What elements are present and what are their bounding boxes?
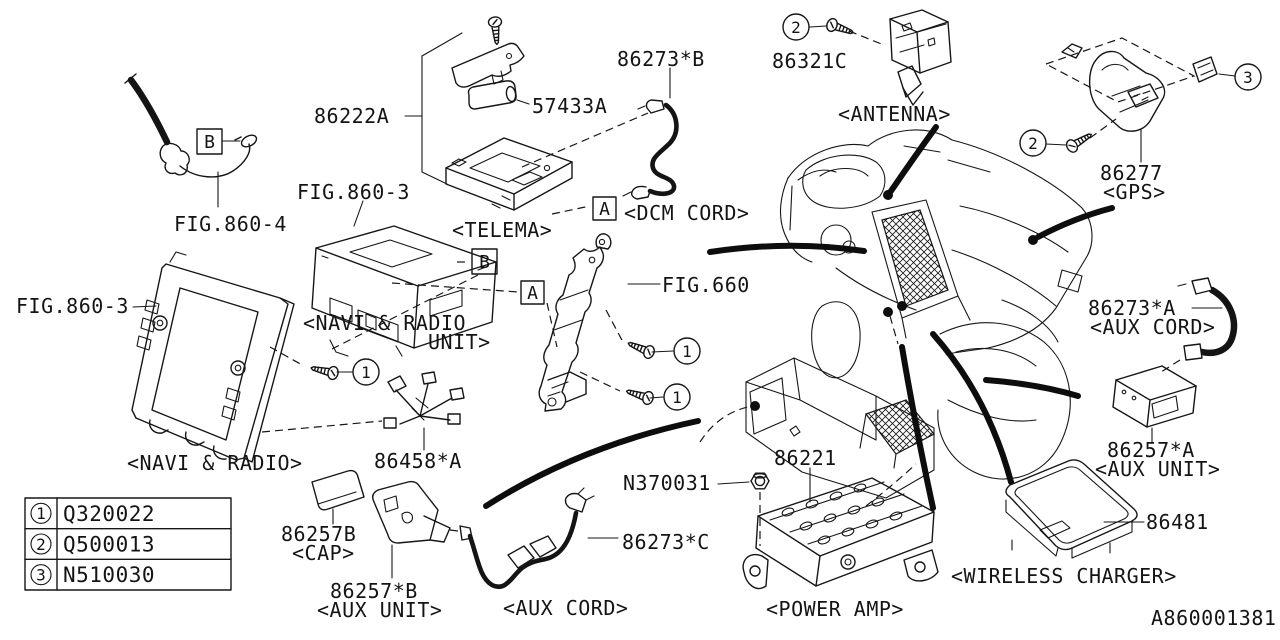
label-86257B: 86257*B [330, 579, 418, 603]
label-navi-radio-left: <NAVI & RADIO> [127, 451, 303, 475]
label-N370031: N370031 [623, 471, 711, 495]
screw-icon [623, 384, 656, 407]
screw-icon [487, 15, 505, 46]
boxed-a-marker: A [527, 283, 538, 304]
label-fig860-3-left: FIG.860-3 [16, 294, 129, 318]
callout-labels: FIG.860-4 86222A 57433A 86273*B 86321C <… [16, 47, 1276, 630]
label-86222A: 86222A [314, 104, 389, 128]
label-86257B-cap: 86257B [281, 522, 356, 546]
legend-code-2: Q500013 [63, 533, 155, 557]
nut-icon [750, 472, 770, 490]
screw-icon [308, 360, 341, 382]
circle-markers: 1 1 1 2 2 3 [352, 13, 1262, 411]
legend-code-3: N510030 [63, 563, 155, 587]
label-86277: 86277 [1100, 161, 1163, 185]
label-aux-cord-a: <AUX CORD> [1090, 315, 1215, 339]
aux-unit-a-part [1112, 365, 1197, 443]
label-navi-radio-unit-2: UNIT> [428, 330, 491, 354]
label-86273A: 86273*A [1088, 296, 1176, 320]
label-86257A: 86257*A [1107, 438, 1195, 462]
diagram-code: A860001381 [1151, 606, 1276, 630]
aux-b-location-leader [483, 418, 701, 509]
wireless-charger-part [1005, 459, 1145, 559]
aux-cord-a-part [1157, 277, 1238, 375]
circled-1-marker: 1 [682, 342, 692, 361]
label-86273B: 86273*B [617, 47, 705, 71]
label-86481: 86481 [1146, 510, 1209, 534]
label-antenna: <ANTENNA> [838, 102, 951, 126]
navi-radio-unit-box [311, 200, 497, 357]
fasteners [308, 16, 1236, 407]
legend-index-2: 2 [36, 535, 46, 554]
charger-location-leader [930, 331, 1014, 485]
legend-code-1: Q320022 [63, 502, 155, 526]
label-navi-radio-unit-1: <NAVI & RADIO [303, 311, 466, 335]
legend-index-1: 1 [36, 504, 46, 523]
wire-harness-part [261, 371, 465, 451]
aux-a-location-leader [983, 377, 1081, 399]
association-lines [269, 112, 649, 392]
dashboard-illustration [483, 124, 1115, 511]
dcm-location-leader [707, 242, 867, 255]
boxed-a-marker: A [599, 199, 610, 220]
label-gps: <GPS> [1103, 180, 1166, 204]
amp-location-leader [899, 344, 936, 511]
navi-head-unit-part [131, 251, 295, 463]
screw-icon [1063, 128, 1096, 155]
legend-table: 1 Q320022 2 Q500013 3 N510030 [24, 497, 232, 591]
label-86273C: 86273*C [622, 530, 710, 554]
gps-location-leader [1035, 205, 1115, 240]
gps-part [1044, 37, 1218, 163]
label-fig860-3-mid: FIG.860-3 [297, 180, 410, 204]
antenna-part [848, 9, 952, 106]
dcm-cord-part [622, 67, 679, 200]
aux-cord-c-part [467, 487, 619, 589]
legend-index-3: 3 [36, 566, 46, 585]
aux-unit-b-part [371, 480, 473, 579]
circled-3-marker: 3 [1243, 68, 1253, 87]
circled-2-marker: 2 [791, 18, 801, 37]
antenna-location-leader [888, 124, 939, 194]
fig860-4-cable-part [124, 73, 258, 208]
label-fig660: FIG.660 [662, 273, 750, 297]
boxed-b-marker: B [204, 132, 215, 153]
label-86458A: 86458*A [374, 449, 462, 473]
label-fig860-4: FIG.860-4 [174, 212, 287, 236]
screw-icon [824, 16, 857, 40]
fig660-bracket-part [538, 233, 661, 412]
label-86321C: 86321C [772, 49, 847, 73]
power-amp-part [742, 463, 939, 590]
label-cap: <CAP> [292, 541, 355, 565]
label-86221: 86221 [774, 446, 837, 470]
box-markers: B B A A [196, 128, 617, 305]
circled-2-marker: 2 [1028, 134, 1038, 153]
telema-bracket-assembly [404, 15, 573, 211]
label-57433A: 57433A [532, 94, 607, 118]
nut-part [699, 406, 770, 546]
cap-part [311, 469, 365, 525]
label-wireless-charger: <WIRELESS CHARGER> [951, 564, 1177, 588]
screw-icon [625, 336, 657, 361]
label-aux-cord-b: <AUX CORD> [503, 596, 628, 620]
circled-1-marker: 1 [672, 388, 682, 407]
label-telema: <TELEMA> [452, 218, 552, 242]
boxed-b-marker: B [479, 252, 490, 273]
circled-1-marker: 1 [361, 363, 371, 382]
label-aux-unit-b: <AUX UNIT> [317, 598, 442, 622]
label-aux-unit-a: <AUX UNIT> [1095, 457, 1220, 481]
label-power-amp: <POWER AMP> [766, 597, 904, 621]
label-dcm-cord: <DCM CORD> [624, 201, 749, 225]
